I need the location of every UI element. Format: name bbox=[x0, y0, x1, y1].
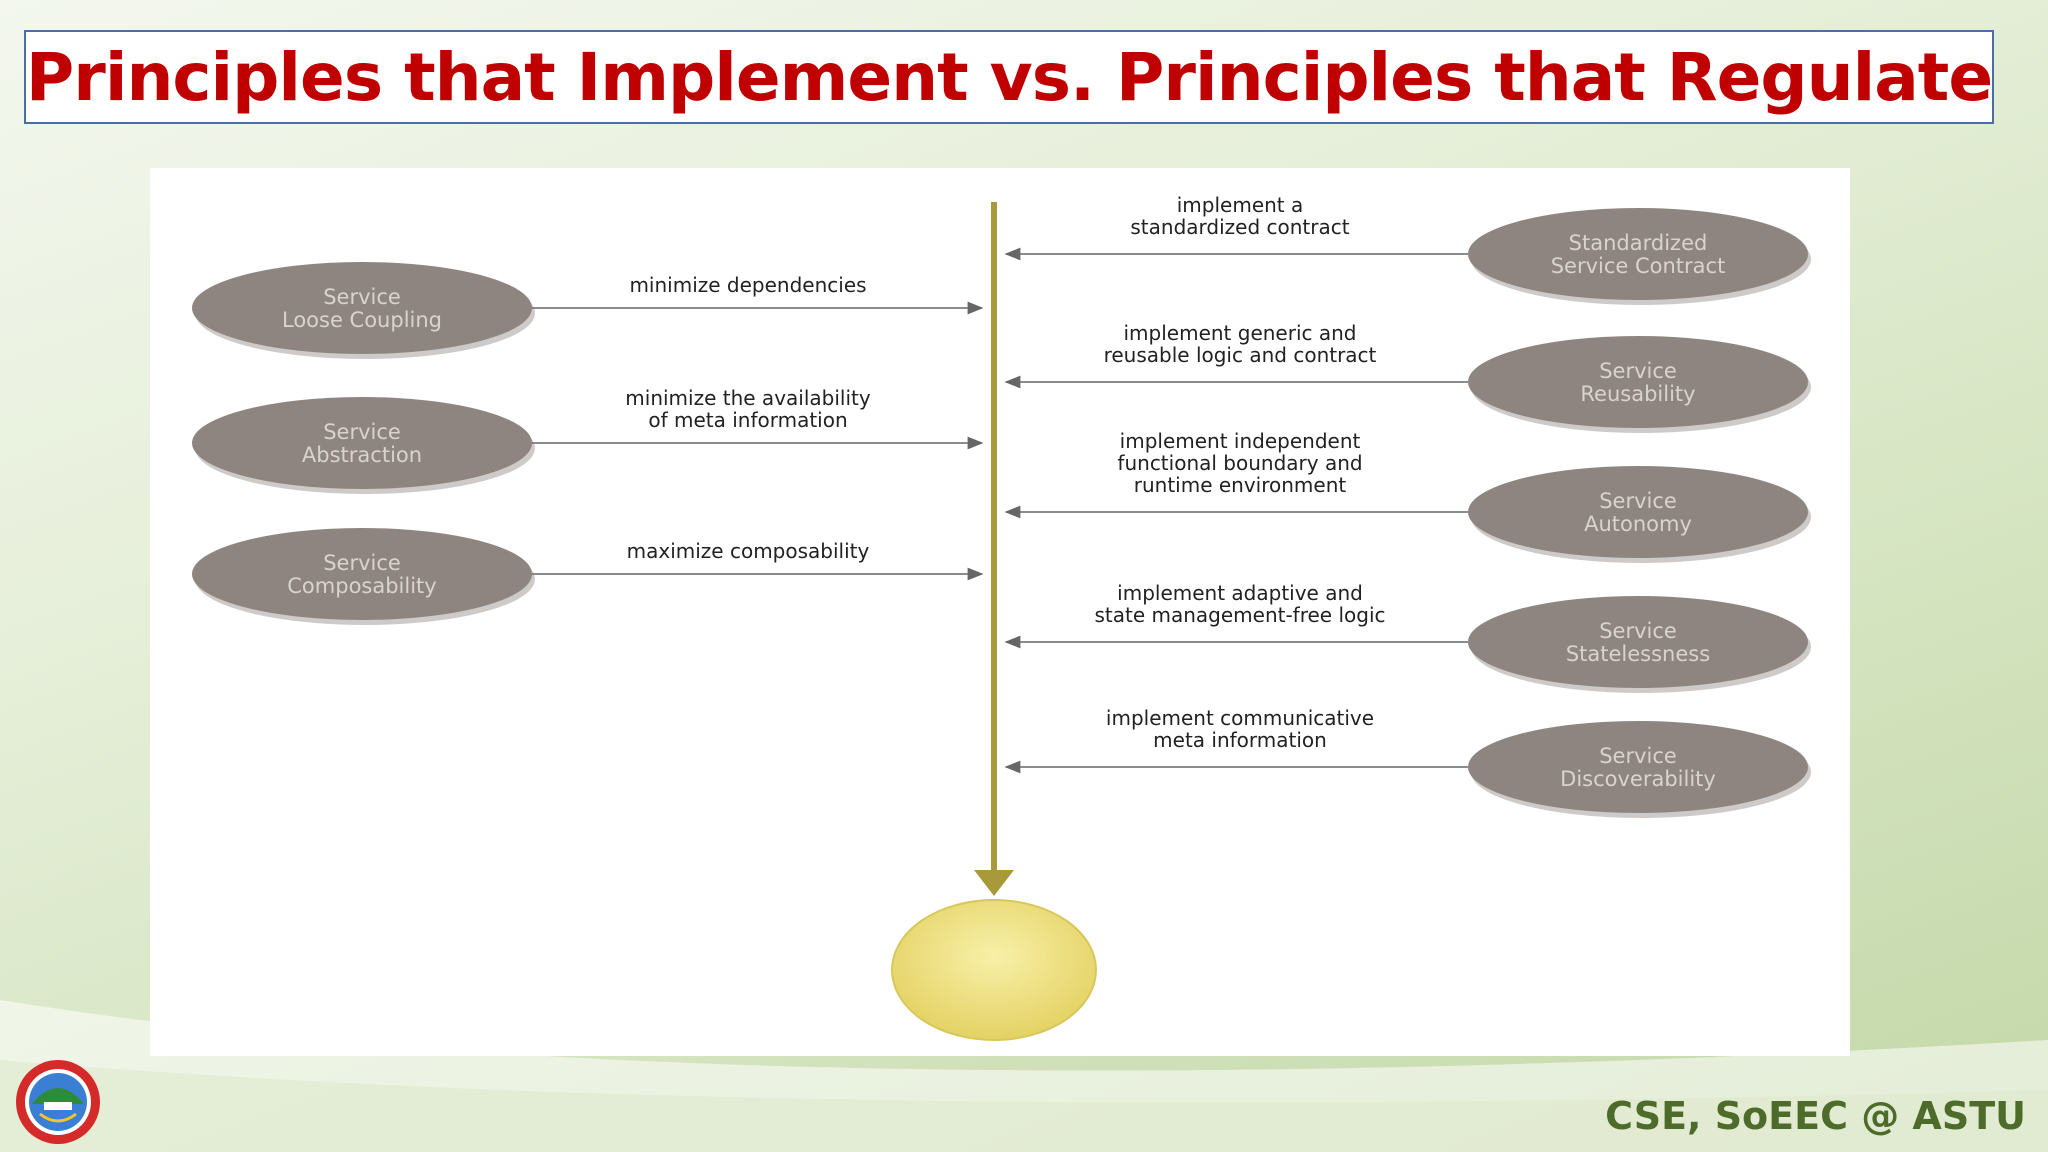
principle-name-line2: Loose Coupling bbox=[282, 308, 442, 332]
central-axis-arrowhead bbox=[974, 870, 1014, 896]
relation-label: implement communicative bbox=[1106, 706, 1374, 730]
principle-name-line1: Standardized bbox=[1569, 231, 1708, 255]
principle-name-line1: Service bbox=[323, 551, 401, 575]
relation-label: minimize dependencies bbox=[629, 273, 866, 297]
principle-name-line2: Abstraction bbox=[302, 443, 422, 467]
university-logo bbox=[16, 1060, 100, 1144]
relation-label: standardized contract bbox=[1130, 215, 1349, 239]
relation-label: reusable logic and contract bbox=[1104, 343, 1377, 367]
principle-ellipse bbox=[1468, 466, 1808, 558]
principle-name-line1: Service bbox=[1599, 489, 1677, 513]
footer-label: CSE, SoEEC @ ASTU bbox=[1605, 1094, 2026, 1138]
relation-label: state management-free logic bbox=[1094, 603, 1385, 627]
relation-label: maximize composability bbox=[627, 539, 870, 563]
principle-ellipse bbox=[192, 397, 532, 489]
relation-label: implement generic and bbox=[1124, 321, 1357, 345]
relation-label: implement a bbox=[1177, 193, 1304, 217]
principle-name-line1: Service bbox=[323, 285, 401, 309]
principle-name-line1: Service bbox=[1599, 619, 1677, 643]
principle-name-line2: Composability bbox=[287, 574, 436, 598]
relation-label: minimize the availability bbox=[625, 386, 871, 410]
slide-title: Principles that Implement vs. Principles… bbox=[25, 38, 1993, 116]
principle-name-line2: Service Contract bbox=[1551, 254, 1726, 278]
principle-ellipse bbox=[1468, 208, 1808, 300]
principle-name-line2: Statelessness bbox=[1566, 642, 1710, 666]
principle-name-line1: Service bbox=[1599, 744, 1677, 768]
relation-label: meta information bbox=[1153, 728, 1327, 752]
principle-name-line2: Discoverability bbox=[1560, 767, 1716, 791]
relation-label: runtime environment bbox=[1134, 473, 1347, 497]
relation-label: implement independent bbox=[1120, 429, 1361, 453]
principle-ellipse bbox=[1468, 596, 1808, 688]
relation-label: of meta information bbox=[648, 408, 847, 432]
principle-name-line1: Service bbox=[323, 420, 401, 444]
principle-ellipse bbox=[192, 528, 532, 620]
principle-name-line2: Autonomy bbox=[1584, 512, 1692, 536]
principle-ellipse bbox=[192, 262, 532, 354]
goal-circle bbox=[891, 899, 1097, 1041]
principle-name-line1: Service bbox=[1599, 359, 1677, 383]
principle-name-line2: Reusability bbox=[1580, 382, 1695, 406]
relation-label: implement adaptive and bbox=[1117, 581, 1363, 605]
title-box: Principles that Implement vs. Principles… bbox=[24, 30, 1994, 124]
principle-ellipse bbox=[1468, 336, 1808, 428]
relation-label: functional boundary and bbox=[1117, 451, 1362, 475]
principle-ellipse bbox=[1468, 721, 1808, 813]
